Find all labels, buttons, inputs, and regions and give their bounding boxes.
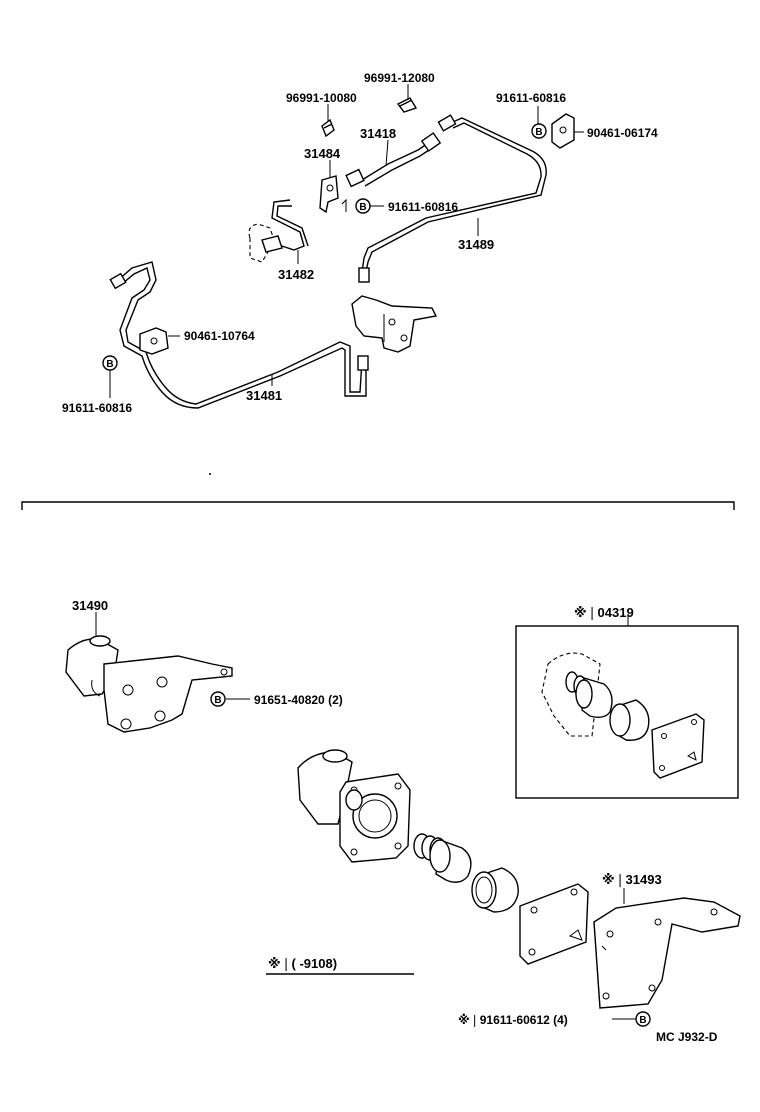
bolt-marker: B — [355, 198, 371, 214]
label-91651-40820: 91651-40820 (2) — [254, 693, 343, 707]
bolt-marker: B — [102, 355, 118, 371]
label-90461-06174: 90461-06174 — [587, 126, 658, 140]
kit-04319 — [515, 614, 739, 799]
piston-cup — [471, 867, 519, 913]
cylinder-assembly: B B 31490 91651-40820 (2) ※❘04319 ※❘3149… — [65, 598, 741, 1044]
label-96991-12080: 96991-12080 — [364, 71, 435, 85]
pipe-31482 — [271, 199, 309, 251]
svg-text:B: B — [639, 1015, 646, 1026]
label-91611-60612: ※❘91611-60612 (4) — [458, 1013, 568, 1027]
label-31418: 31418 — [360, 126, 396, 141]
piston-spring — [413, 833, 472, 883]
svg-text:B: B — [106, 359, 113, 370]
label-31493: ※❘31493 — [602, 872, 662, 888]
section-divider — [21, 501, 735, 510]
pipe-assembly: B B B 96991-12080 96991-10080 91611-6081… — [62, 71, 658, 415]
clamp-90461-06174 — [551, 113, 575, 149]
cylinder-body — [297, 749, 411, 863]
bolt-marker: B — [531, 123, 547, 139]
label-31482: 31482 — [278, 267, 314, 282]
clamp-90461-10764 — [139, 327, 169, 355]
label-91611-60816: 91611-60816 — [388, 200, 458, 214]
svg-text:B: B — [359, 202, 366, 213]
diagram-code: MC J932-D — [656, 1030, 718, 1044]
clip-96991-12080 — [396, 97, 418, 113]
label-31481: 31481 — [246, 388, 282, 403]
pipe-31481 — [117, 261, 367, 409]
pipe-31489 — [361, 117, 547, 273]
clip-96991-10080 — [321, 118, 335, 138]
pipe-31489-fitting — [358, 267, 370, 283]
pipe-31418-nut-left — [345, 168, 365, 188]
pipe-31481-fitting — [109, 272, 127, 290]
bolt-marker: B — [210, 691, 226, 707]
label-31490: 31490 — [72, 598, 108, 613]
connector-31482 — [248, 223, 275, 263]
cover-plate — [519, 883, 589, 965]
bracket-31484 — [319, 175, 339, 214]
label-90461-10764: 90461-10764 — [184, 329, 255, 343]
label-91611-60816: 91611-60816 — [62, 401, 132, 415]
cylinder-31490 — [65, 635, 233, 733]
label-91611-60816: 91611-60816 — [496, 91, 566, 105]
bolt-marker: B — [635, 1011, 651, 1027]
label-kit-04319: ※❘04319 — [574, 605, 634, 621]
pipe-31418 — [361, 141, 433, 187]
label-31489: 31489 — [458, 237, 494, 252]
bracket-31493 — [593, 897, 741, 1009]
label-range-note: ※❘( -9108) — [268, 956, 337, 972]
svg-text:B: B — [214, 695, 221, 706]
label-96991-10080: 96991-10080 — [286, 91, 357, 105]
svg-text:B: B — [535, 127, 542, 138]
pipe-31489-nut — [437, 114, 457, 132]
pipe-31418-nut-right — [420, 132, 442, 152]
label-31484: 31484 — [304, 146, 341, 161]
